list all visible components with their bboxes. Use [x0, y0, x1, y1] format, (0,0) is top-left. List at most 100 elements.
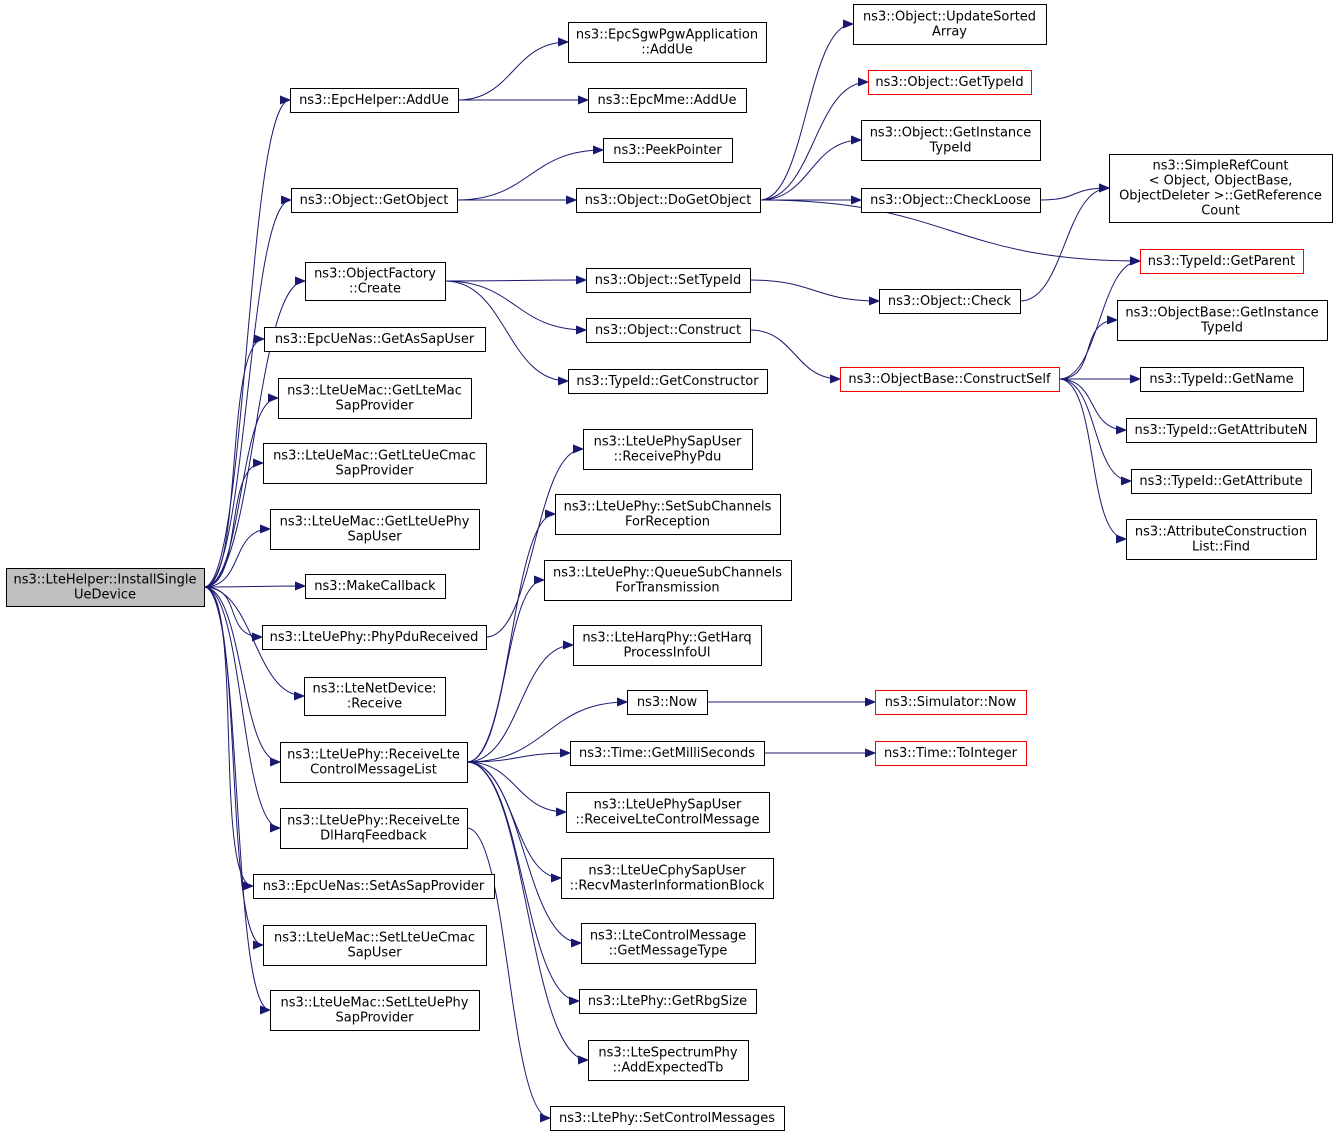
node-label-line: ns3::LteUePhy::ReceiveLte — [287, 748, 460, 763]
node-label-line: ns3::EpcSgwPgwApplication — [576, 28, 758, 43]
node-ltenetdevice-receive[interactable]: ns3::LteNetDevice::Receive — [304, 677, 446, 716]
edge-lteuephy-receivelte-cml-to-lteharqphy-getharq — [466, 645, 573, 763]
edge-arrow — [1019, 188, 1109, 302]
node-label-line: ns3::Object::Construct — [595, 323, 741, 338]
node-label-line: ns3::PeekPointer — [613, 143, 722, 158]
edge-arrow — [1058, 261, 1140, 380]
node-label-line: TypeId — [929, 141, 972, 156]
node-label-line: ns3::ObjectBase::ConstructSelf — [848, 372, 1051, 387]
node-typeid-getattributen[interactable]: ns3::TypeId::GetAttributeN — [1126, 418, 1317, 443]
node-peekpointer[interactable]: ns3::PeekPointer — [603, 138, 733, 163]
node-typeid-getconstructor[interactable]: ns3::TypeId::GetConstructor — [568, 369, 768, 394]
edge-lteuephy-receivelte-cml-to-ltespectrumphy-addexpectedtb — [466, 761, 588, 1060]
node-simulator-now[interactable]: ns3::Simulator::Now — [875, 690, 1027, 715]
node-object-check[interactable]: ns3::Object::Check — [879, 289, 1021, 314]
node-label-line: ::ReceiveLteControlMessage — [576, 813, 760, 828]
node-label-line: ::AddExpectedTb — [613, 1061, 724, 1076]
edge-object-getobject-to-peekpointer — [456, 150, 603, 201]
node-time-getmilliseconds[interactable]: ns3::Time::GetMilliSeconds — [570, 741, 765, 766]
node-object-getobject[interactable]: ns3::Object::GetObject — [291, 188, 458, 213]
node-lteuecphysapuser-recvmib[interactable]: ns3::LteUeCphySapUser::RecvMasterInforma… — [561, 858, 774, 899]
node-object-construct[interactable]: ns3::Object::Construct — [586, 318, 751, 343]
node-ltephy-getrbgsize[interactable]: ns3::LtePhy::GetRbgSize — [579, 989, 757, 1014]
node-box — [550, 1106, 785, 1131]
edge-objectfactory-create-to-object-settypeid — [444, 280, 586, 281]
node-label-line: ns3::LteHarqPhy::GetHarq — [582, 631, 751, 646]
node-box — [270, 509, 480, 550]
node-typeid-getparent[interactable]: ns3::TypeId::GetParent — [1140, 249, 1304, 274]
edge-root-to-lteuephy-receivelte-cml — [203, 586, 280, 762]
node-epcsgwpgw-addue[interactable]: ns3::EpcSgwPgwApplication::AddUe — [568, 22, 767, 63]
node-typeid-getattribute[interactable]: ns3::TypeId::GetAttribute — [1131, 469, 1312, 494]
node-epchelper-addue[interactable]: ns3::EpcHelper::AddUe — [290, 88, 459, 113]
edge-object-construct-to-objectbase-constructself — [749, 329, 840, 379]
node-objectbase-constructself[interactable]: ns3::ObjectBase::ConstructSelf — [840, 367, 1060, 392]
node-label-line: ns3::LteUeMac::GetLteUePhy — [280, 515, 470, 530]
node-box — [566, 792, 770, 833]
node-ltephy-setcontrolmessages[interactable]: ns3::LtePhy::SetControlMessages — [550, 1106, 785, 1131]
node-typeid-getname[interactable]: ns3::TypeId::GetName — [1140, 367, 1304, 392]
edge-arrow — [203, 281, 305, 588]
edge-lteuephy-receivelte-cml-to-ltecontrolmessage-getmessagetype — [466, 761, 581, 943]
node-box — [603, 138, 733, 163]
node-epcmme-addue[interactable]: ns3::EpcMme::AddUe — [588, 88, 747, 113]
edge-arrow — [1058, 378, 1131, 481]
node-label-line: ns3::EpcHelper::AddUe — [299, 93, 449, 108]
node-lteuephy-receivelte-cml[interactable]: ns3::LteUePhy::ReceiveLteControlMessageL… — [280, 742, 468, 783]
edge-root-to-objectfactory-create — [203, 281, 305, 588]
edge-arrow — [466, 514, 555, 763]
node-box — [586, 318, 751, 343]
node-object-dogetobject[interactable]: ns3::Object::DoGetObject — [576, 188, 761, 213]
node-lteuephy-phypdureceived[interactable]: ns3::LteUePhy::PhyPduReceived — [262, 625, 487, 650]
node-object-settypeid[interactable]: ns3::Object::SetTypeId — [586, 268, 751, 293]
node-label-line: ns3::LteUeMac::SetLteUePhy — [281, 996, 469, 1011]
node-lteuephysapuser-receivephypdu[interactable]: ns3::LteUePhySapUser::ReceivePhyPdu — [583, 429, 753, 470]
node-box — [1126, 519, 1317, 560]
node-lteuephysapuser-receivectrl[interactable]: ns3::LteUePhySapUser::ReceiveLteControlM… — [566, 792, 770, 833]
node-objectfactory-create[interactable]: ns3::ObjectFactory::Create — [305, 262, 446, 301]
node-label-line: ns3::LteUePhy::SetSubChannels — [564, 500, 772, 515]
node-label-line: ns3::Simulator::Now — [885, 695, 1017, 710]
node-epcuenas-setassapprovider[interactable]: ns3::EpcUeNas::SetAsSapProvider — [253, 874, 495, 899]
node-object-gettypeid[interactable]: ns3::Object::GetTypeId — [868, 70, 1032, 95]
node-time-tointeger[interactable]: ns3::Time::ToInteger — [875, 741, 1027, 766]
edge-lteuephy-receivelte-cml-to-lteuecphysapuser-recvmib — [466, 761, 561, 878]
node-label-line: ns3::TypeId::GetConstructor — [576, 374, 759, 389]
node-label-line: ns3::TypeId::GetAttributeN — [1134, 423, 1307, 438]
node-epcuenas-getassapuser[interactable]: ns3::EpcUeNas::GetAsSapUser — [264, 327, 486, 352]
node-label-line: ::GetMessageType — [609, 944, 728, 959]
node-simplerefcount[interactable]: ns3::SimpleRefCount< Object, ObjectBase,… — [1109, 154, 1333, 223]
edge-arrow — [444, 280, 586, 330]
node-lteuephy-queuesubchannels[interactable]: ns3::LteUePhy::QueueSubChannelsForTransm… — [544, 560, 792, 601]
node-ltecontrolmessage-getmessagetype[interactable]: ns3::LteControlMessage::GetMessageType — [581, 923, 756, 964]
edge-arrow — [203, 586, 304, 696]
node-label-line: ns3::LteControlMessage — [590, 929, 746, 944]
nodes-layer: ns3::LteHelper::InstallSingleUeDevicens3… — [6, 4, 1333, 1131]
node-box — [280, 808, 468, 849]
node-label-line: ns3::Object::SetTypeId — [595, 273, 741, 288]
node-makecallback[interactable]: ns3::MakeCallback — [305, 574, 446, 599]
edge-object-dogetobject-to-typeid-getparent — [759, 199, 1140, 261]
node-box — [868, 70, 1032, 95]
node-ltespectrumphy-addexpectedtb[interactable]: ns3::LteSpectrumPhy::AddExpectedTb — [588, 1040, 749, 1081]
node-object-checkloose[interactable]: ns3::Object::CheckLoose — [861, 188, 1041, 213]
edge-arrow — [203, 529, 270, 588]
node-box — [586, 268, 751, 293]
node-label-line: Count — [1201, 204, 1240, 219]
node-now[interactable]: ns3::Now — [627, 690, 708, 715]
node-box — [583, 429, 753, 470]
node-lteuephy-setsubchannels[interactable]: ns3::LteUePhy::SetSubChannelsForReceptio… — [555, 494, 781, 535]
node-label-line: ns3::Object::GetTypeId — [875, 75, 1023, 90]
